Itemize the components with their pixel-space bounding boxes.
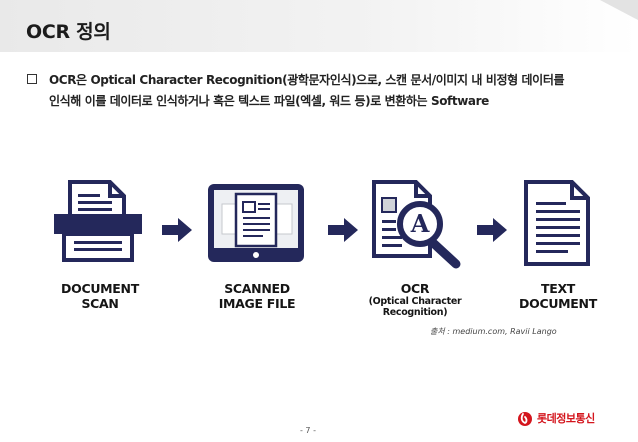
step-label-line: DOCUMENT bbox=[519, 296, 597, 311]
title-bar bbox=[0, 0, 638, 52]
step-label-ocr: OCR (Optical Character Recognition) bbox=[352, 281, 478, 318]
company-logo: 롯데정보통신 bbox=[517, 408, 637, 434]
ocr-magnifier-icon: A bbox=[372, 180, 461, 269]
step-label-line: DOCUMENT bbox=[61, 281, 139, 296]
corner-decoration bbox=[600, 0, 638, 20]
arrow-right-icon bbox=[162, 218, 192, 242]
step-label-line: TEXT bbox=[540, 281, 576, 296]
step-label-line: OCR bbox=[400, 281, 430, 296]
step-label-text-document: TEXT DOCUMENT bbox=[502, 281, 614, 311]
step-label-line: IMAGE FILE bbox=[218, 296, 296, 311]
scanned-image-icon bbox=[208, 184, 304, 262]
bullet-box-icon bbox=[27, 74, 37, 84]
definition-line-1: OCR은 Optical Character Recognition(광학문자인… bbox=[49, 73, 565, 87]
definition-line-2: 인식해 이를 데이터로 인식하거나 혹은 텍스트 파일(엑셀, 워드 등)로 변… bbox=[49, 94, 489, 108]
arrow-right-icon bbox=[477, 218, 507, 242]
step-label-line: SCAN bbox=[81, 296, 119, 311]
step-label-document-scan: DOCUMENT SCAN bbox=[40, 281, 160, 311]
step-label-line: SCANNED bbox=[224, 281, 290, 296]
step-label-subline: Recognition) bbox=[382, 307, 448, 318]
step-label-scanned-image: SCANNED IMAGE FILE bbox=[196, 281, 318, 311]
page-title: OCR 정의 bbox=[26, 21, 111, 43]
logo-text: 롯데정보통신 bbox=[537, 412, 595, 425]
definition-text: OCR은 Optical Character Recognition(광학문자인… bbox=[49, 70, 609, 112]
text-document-icon bbox=[524, 180, 590, 266]
page-number: - 7 - bbox=[300, 426, 316, 435]
lotte-logo-icon bbox=[518, 412, 532, 426]
step-label-subline: (Optical Character bbox=[368, 296, 462, 307]
svg-text:A: A bbox=[410, 209, 430, 238]
scanner-icon bbox=[54, 180, 142, 262]
source-caption: 출처 : medium.com, Ravii Lango bbox=[430, 327, 557, 336]
arrow-right-icon bbox=[328, 218, 358, 242]
